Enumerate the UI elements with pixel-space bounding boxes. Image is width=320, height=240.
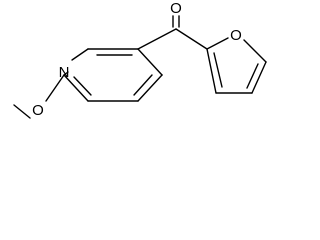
bond-n1-c2 <box>71 48 89 61</box>
pyridine-nitrogen-label: N <box>59 64 70 81</box>
bond-furan-c2-o <box>206 37 229 50</box>
carbonyl-group <box>137 15 208 76</box>
bond-c6-c1 <box>63 74 89 102</box>
chemical-structure-diagram: N O O O <box>13 0 267 119</box>
bond-furan-c3-c2 <box>206 48 217 94</box>
bond-furan-c5-c4 <box>251 61 267 94</box>
bond-furan-o-c5 <box>243 39 267 63</box>
bond-c1-n1 <box>63 71 69 76</box>
bond-carbonyl-to-furan <box>175 28 208 50</box>
bond-ring-to-carbonyl <box>137 28 177 50</box>
methoxy-group <box>13 74 65 119</box>
methoxy-oxygen-label: O <box>32 102 44 119</box>
bond-c3-c4 <box>137 48 163 76</box>
pyridine-ring <box>63 48 163 102</box>
bond-c4-c5 <box>137 74 163 102</box>
bond-methoxy-o-ch3 <box>13 104 31 119</box>
bond-furan-c5-c4-inner <box>246 63 259 89</box>
bond-c4-c5-inner <box>133 74 153 96</box>
bond-c1-methoxy-o <box>45 74 65 102</box>
carbonyl-oxygen-label: O <box>170 0 182 17</box>
furan-ring <box>206 37 267 94</box>
bond-furan-c3-c2-inner <box>213 52 223 88</box>
bond-c6-c1-inner <box>73 76 92 96</box>
furan-oxygen-label: O <box>230 27 242 44</box>
